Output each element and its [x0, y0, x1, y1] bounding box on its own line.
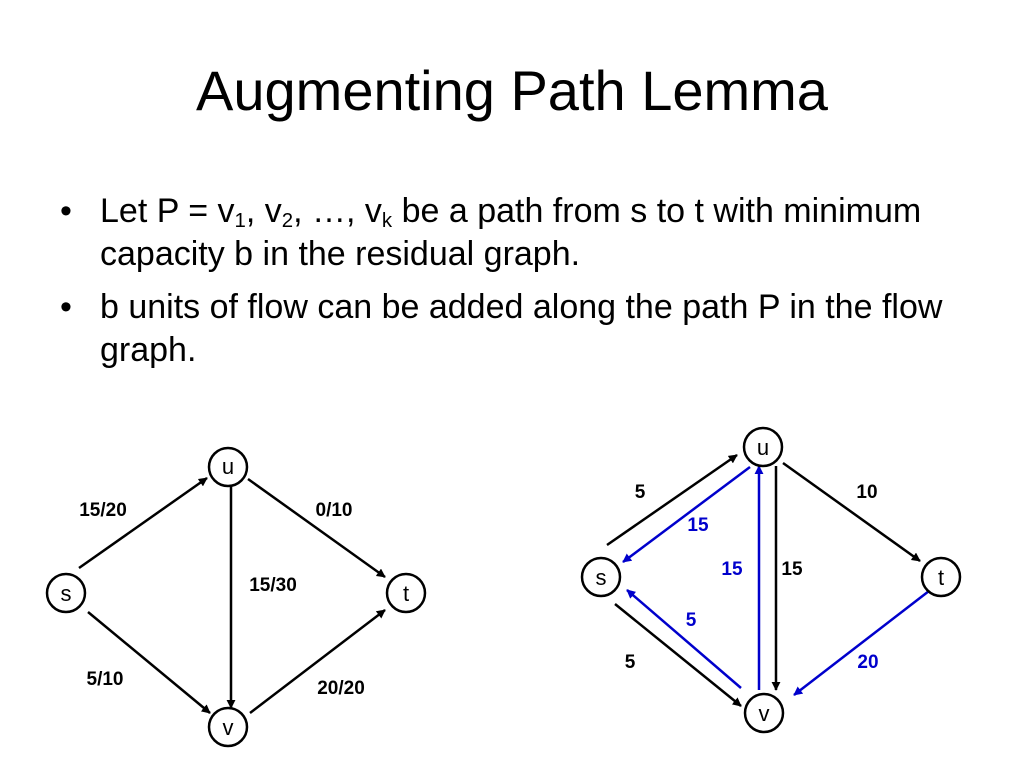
edge-s-u: [606, 453, 738, 547]
node-label: u: [757, 435, 769, 460]
edge-v-t: [249, 609, 386, 714]
node-label: v: [759, 701, 770, 726]
edge-u-s-reverse: [622, 465, 751, 564]
node-label: v: [223, 715, 234, 740]
edge-s-u: [78, 476, 208, 570]
edge-u-t: [782, 461, 921, 563]
edge-label-v-t: 20/20: [317, 678, 365, 699]
bullet-list: •Let P = v1, v2, …, vk be a path from s …: [60, 190, 960, 382]
node-u: u: [742, 426, 784, 468]
bullet-dot: •: [60, 288, 72, 326]
edge-u-t: [247, 477, 386, 579]
residual-graph: 5 15 10 15 15 5 5 20 s u v t: [580, 426, 962, 734]
edge-label-u-t: 0/10: [316, 500, 353, 521]
edge-s-v: [87, 611, 211, 714]
node-label: s: [61, 581, 72, 606]
flow-graph: 15/20 0/10 15/30 5/10 20/20 s u v t: [45, 446, 427, 748]
edge-t-v-reverse: [793, 590, 930, 696]
node-label: t: [938, 565, 944, 590]
node-s: s: [45, 572, 87, 614]
node-s: s: [580, 556, 622, 598]
bullet-item-flow-added: •b units of flow can be added along the …: [60, 288, 943, 369]
node-v: v: [743, 692, 785, 734]
bullet-dot: •: [60, 192, 72, 230]
edge-label-v-s-reverse: 5: [686, 610, 697, 631]
node-t: t: [385, 572, 427, 614]
edge-label-u-v: 15/30: [249, 575, 297, 596]
edge-label-u-t: 10: [856, 482, 877, 503]
node-label: t: [403, 581, 409, 606]
node-label: u: [222, 454, 234, 479]
node-label: s: [596, 565, 607, 590]
node-t: t: [920, 556, 962, 598]
edge-label-u-v: 15: [781, 559, 803, 580]
edge-v-s-reverse: [626, 589, 742, 689]
edge-label-s-u: 5: [635, 482, 646, 503]
edge-label-s-v: 5: [625, 652, 636, 673]
edge-label-s-v: 5/10: [87, 669, 124, 690]
node-v: v: [207, 706, 249, 748]
bullet-item-path-definition: •Let P = v1, v2, …, vk be a path from s …: [60, 192, 922, 273]
edge-label-v-u-reverse: 15: [721, 559, 743, 580]
edge-label-s-u: 15/20: [79, 500, 127, 521]
edge-label-t-v-reverse: 20: [857, 652, 878, 673]
edge-s-v: [614, 603, 742, 707]
node-u: u: [207, 446, 249, 488]
edge-label-u-s-reverse: 15: [687, 515, 709, 536]
graphs-diagram: 15/20 0/10 15/30 5/10 20/20 s u v t: [45, 426, 962, 748]
slide-title: Augmenting Path Lemma: [196, 59, 828, 122]
